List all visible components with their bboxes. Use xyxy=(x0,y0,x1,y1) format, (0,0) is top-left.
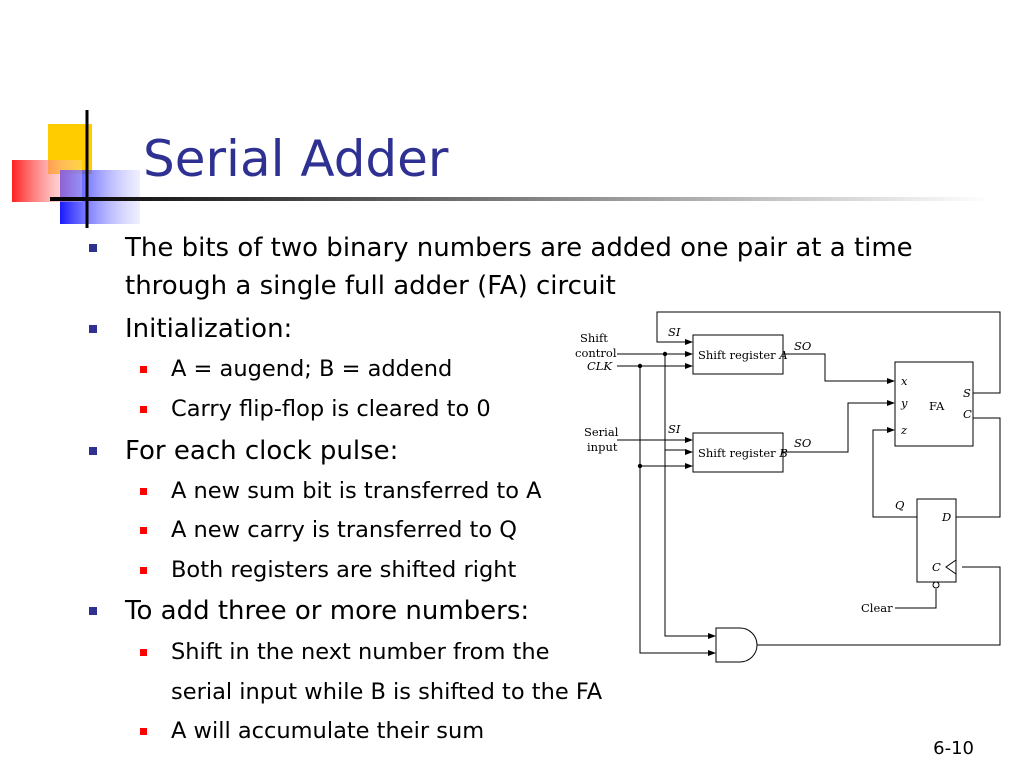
wire-q-z xyxy=(872,429,917,518)
bullet-three-numbers: To add three or more numbers: xyxy=(88,592,529,630)
label-ff-q: Q xyxy=(895,498,905,512)
wire-and-output xyxy=(757,566,1001,646)
sub-bullet-shifted-right: Both registers are shifted right xyxy=(139,551,516,590)
label-clear: Clear xyxy=(861,601,893,615)
label-si-a: SI xyxy=(668,325,681,339)
label-clk: CLK xyxy=(587,359,613,373)
label-fa-x: x xyxy=(901,374,908,388)
wire-clk xyxy=(617,365,687,467)
label-serial: Serial xyxy=(584,425,619,439)
sub-bullet-accumulate: A will accumulate their sum xyxy=(139,712,484,751)
title-decoration xyxy=(12,110,990,228)
label-control: control xyxy=(575,346,617,360)
red-square xyxy=(12,160,82,202)
sub-bullet-carry-cleared: Carry flip-flop is cleared to 0 xyxy=(140,390,491,429)
wire-so-b-y xyxy=(783,402,889,453)
label-fa-s: S xyxy=(963,386,971,400)
wire-clear xyxy=(895,589,937,609)
label-ff-d: D xyxy=(941,510,951,524)
ff-clock-triangle xyxy=(945,559,957,575)
label-si-b: SI xyxy=(668,422,681,436)
sub-bullet-shift-next: Shift in the next number from the xyxy=(139,633,549,672)
label-reg-a: Shift register A xyxy=(698,348,788,362)
sub-bullet-augend: A = augend; B = addend xyxy=(139,350,452,389)
title-underline xyxy=(50,197,990,201)
label-shift: Shift xyxy=(580,331,608,345)
slide-number: 6-10 xyxy=(933,738,974,759)
label-reg-b: Shift register B xyxy=(698,446,788,460)
bullet-clock-pulse: For each clock pulse: xyxy=(88,432,398,470)
bullet-initialization: Initialization: xyxy=(88,310,292,348)
label-fa-y: y xyxy=(900,396,908,410)
full-adder xyxy=(894,361,974,447)
and-gate xyxy=(715,627,758,663)
label-so-b: SO xyxy=(794,436,812,450)
label-input: input xyxy=(587,440,618,454)
serial-adder-circuit: Shift control CLK Serial input SI SI Shi… xyxy=(575,311,1001,663)
wire-carry-d xyxy=(956,417,1001,518)
label-fa-z: z xyxy=(900,423,908,437)
label-fa: FA xyxy=(929,399,945,413)
sub-bullet-sum-bit: A new sum bit is transferred to A xyxy=(140,472,542,511)
label-so-a: SO xyxy=(794,339,812,353)
label-fa-c: C xyxy=(963,407,972,421)
wire-sum-feedback xyxy=(656,311,1001,394)
sub-bullet-carry-to-q: A new carry is transferred to Q xyxy=(139,511,517,550)
slide-title: Serial Adder xyxy=(143,130,449,188)
bullet-bits-added-cont: through a single full adder (FA) circuit xyxy=(125,271,616,301)
wire-so-a-x xyxy=(783,353,889,382)
bullet-bits-added: The bits of two binary numbers are added… xyxy=(89,229,913,267)
sub-bullet-shift-next-cont: serial input while B is shifted to the F… xyxy=(171,679,603,705)
label-ff-c: C xyxy=(932,560,941,574)
